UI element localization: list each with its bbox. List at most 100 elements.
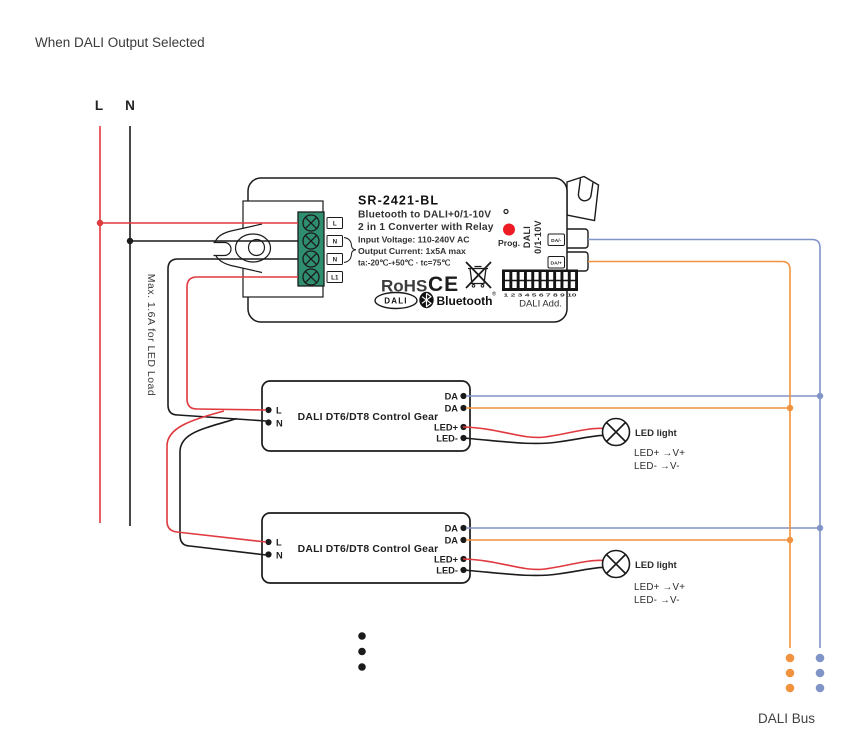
blue-junction-dots xyxy=(816,392,824,532)
svg-text:L: L xyxy=(276,537,282,547)
svg-text:DA: DA xyxy=(445,391,459,401)
svg-text:LED+: LED+ xyxy=(434,554,459,564)
device-mounting-ear xyxy=(213,223,272,274)
svg-text:LED-: LED- xyxy=(436,565,458,575)
live-junction-dot xyxy=(96,219,104,227)
da-minus-port-box xyxy=(547,233,565,246)
terminal-screw xyxy=(302,214,320,232)
led-light-label: LED light xyxy=(635,560,678,571)
svg-text:Bluetooth: Bluetooth xyxy=(437,294,493,308)
svg-text:LED+: LED+ xyxy=(434,422,459,432)
svg-text:N: N xyxy=(276,550,283,560)
gear-da1-terminal xyxy=(460,524,467,532)
terminal-label-box xyxy=(326,235,343,247)
bluetooth-logo: Bluetooth ® xyxy=(419,291,496,309)
terminal-labels: L N N L1 xyxy=(326,217,357,283)
dip-numbers: 1 2 3 4 5 6 7 8 9 10 xyxy=(504,293,578,298)
led-lamp-2: LED light LED+ →V+ LED- →V- xyxy=(601,549,685,606)
svg-text:®: ® xyxy=(492,291,496,298)
neutral-loop-to-gear2 xyxy=(179,417,267,556)
ce-mark: CE xyxy=(428,273,459,296)
led-light-label: LED light xyxy=(635,428,678,439)
max-load-note: Max. 1.6A for LED Load xyxy=(145,274,157,396)
gear-l-terminal xyxy=(265,406,272,414)
led-lamp-1: LED light LED+ →V+ LED- →V- xyxy=(601,417,685,472)
prog-label: Prog. xyxy=(498,238,520,248)
mount-hole xyxy=(247,238,266,257)
gear-n-terminal xyxy=(265,551,272,558)
dip-switch: 1 2 3 4 5 6 7 8 9 10 DALI Add. xyxy=(502,269,578,310)
terminal-label-box xyxy=(326,271,343,283)
led-plus-wire-1 xyxy=(462,426,605,439)
svg-text:N: N xyxy=(276,418,283,428)
dip-label: DALI Add. xyxy=(519,299,562,310)
da-plus-port-label: DA/+ xyxy=(551,260,562,266)
bus-minus-ellipsis xyxy=(815,653,825,693)
svg-text:DALI: DALI xyxy=(384,297,407,306)
dali-bus-plus-line xyxy=(588,260,791,648)
led-minus-mapping: LED- →V- xyxy=(634,595,680,606)
terminal-screw xyxy=(302,268,320,286)
weee-bin-icon xyxy=(465,261,492,289)
device-desc-1: Bluetooth to DALI+0/1-10V xyxy=(358,210,491,221)
output-mode-label: DALI 0/1-10V xyxy=(522,220,543,254)
led-minus-wire-1 xyxy=(462,434,605,445)
dali-bus-label: DALI Bus xyxy=(758,711,815,726)
more-gears-ellipsis xyxy=(358,632,366,671)
svg-text:DA: DA xyxy=(445,523,459,533)
mains-neutral-label: N xyxy=(125,98,135,113)
terminal-screw xyxy=(302,250,320,268)
terminal-screw xyxy=(302,232,320,250)
black-wires xyxy=(129,126,605,577)
red-wires xyxy=(99,126,605,571)
led-plus-mapping: LED+ →V+ xyxy=(634,448,685,459)
terminal-label-n2: N xyxy=(333,257,338,264)
dali-bus-minus-line xyxy=(588,238,821,648)
led-minus-mapping: LED- →V- xyxy=(634,461,680,472)
indicator-hole xyxy=(503,208,509,215)
control-gear-title: DALI DT6/DT8 Control Gear xyxy=(298,412,439,423)
device-spec-temp: ta:-20℃-+50℃ · tc=75℃ xyxy=(358,259,450,268)
prog-button xyxy=(503,223,515,236)
svg-text:DALI: DALI xyxy=(522,226,532,248)
nn-brace xyxy=(343,237,357,263)
gear-n-terminal xyxy=(265,419,272,426)
svg-text:0/1-10V: 0/1-10V xyxy=(533,220,543,254)
control-gear-body xyxy=(261,512,471,584)
svg-text:DA: DA xyxy=(445,535,459,545)
svg-text:L: L xyxy=(276,405,282,415)
gear-da2-terminal xyxy=(460,404,467,412)
control-gear-title: DALI DT6/DT8 Control Gear xyxy=(298,544,439,555)
rohs-mark: RoHS xyxy=(381,277,427,296)
bus-plus-ellipsis xyxy=(785,653,795,693)
da-plus-port-box xyxy=(547,256,565,269)
device-desc-2: 2 in 1 Converter with Relay xyxy=(358,222,494,233)
terminal-label-n1: N xyxy=(333,239,338,246)
device-mounting-clip xyxy=(566,175,600,222)
terminal-label-box xyxy=(326,253,343,265)
control-gear-body xyxy=(261,380,471,452)
led-plus-wire-2 xyxy=(462,558,605,571)
device-spec-current: Output Current: 1x5A max xyxy=(358,246,466,256)
device-spec-voltage: Input Voltage: 110-240V AC xyxy=(358,235,470,245)
terminal-label-box xyxy=(326,217,343,229)
da-minus-port-label: DA/- xyxy=(551,238,561,244)
orange-wires xyxy=(466,260,791,648)
page-title: When DALI Output Selected xyxy=(35,35,205,50)
mains-live-label: L xyxy=(95,98,103,113)
control-gear-2: DALI DT6/DT8 Control Gear L N DA DA LED+… xyxy=(261,512,471,584)
terminal-label-l1: L1 xyxy=(331,275,339,282)
neutral-junction-dot xyxy=(126,237,134,245)
led-minus-wire-2 xyxy=(462,566,605,577)
live-loop-to-gear1 xyxy=(186,276,298,411)
gear-l-terminal xyxy=(265,538,272,546)
led-plus-mapping: LED+ →V+ xyxy=(634,582,685,593)
blue-wires xyxy=(466,238,821,648)
gear-da1-terminal xyxy=(460,392,467,400)
svg-text:LED-: LED- xyxy=(436,433,458,443)
dali-logo: DALI xyxy=(374,291,418,310)
control-gear-1: DALI DT6/DT8 Control Gear L N DA DA LED+… xyxy=(261,380,471,452)
